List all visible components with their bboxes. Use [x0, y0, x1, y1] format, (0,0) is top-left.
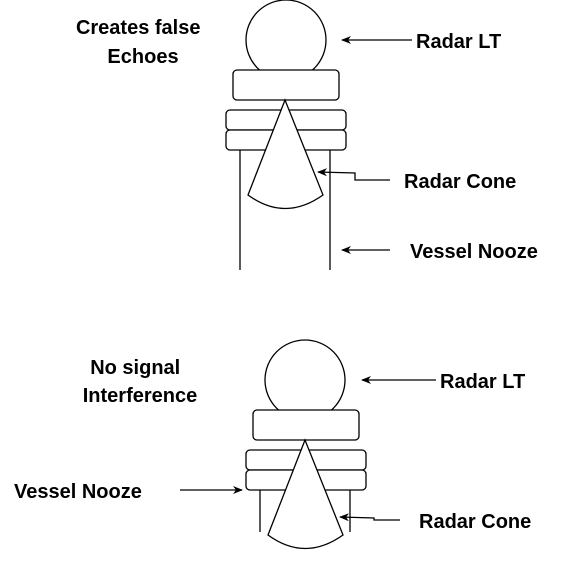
top-caption-line2: Echoes: [107, 46, 178, 68]
bottom-radar-cone-arrow: [339, 513, 400, 522]
bottom-vessel-nooze-label: Vessel Nooze: [14, 481, 142, 503]
bottom-assembly: [245, 339, 367, 550]
top-radar-lt-label: Radar LT: [416, 31, 501, 53]
top-radar-lt-sphere: [245, 0, 327, 81]
top-assembly: [225, 0, 347, 270]
bottom-cap-plate: [252, 409, 360, 441]
top-vessel-nooze-label: Vessel Nooze: [410, 241, 538, 263]
top-radar-cone: [247, 98, 324, 210]
bottom-caption-line2: Interference: [83, 385, 198, 407]
bottom-radar-lt-label: Radar LT: [440, 371, 525, 393]
bottom-caption-line1: No signal: [90, 357, 180, 379]
top-caption: Creates false Echoes: [76, 17, 206, 68]
top-cap-plate: [232, 69, 340, 101]
bottom-arrows: [180, 376, 436, 522]
top-arrows: [317, 36, 412, 254]
bottom-caption: No signal Interference: [83, 357, 198, 407]
top-caption-line1: Creates false: [76, 17, 201, 39]
bottom-radar-cone: [267, 438, 344, 550]
top-radar-cone-label: Radar Cone: [404, 171, 516, 193]
top-radar-cone-arrow: [317, 168, 390, 181]
bottom-radar-lt-sphere: [264, 339, 346, 421]
bottom-radar-cone-label: Radar Cone: [419, 511, 531, 533]
